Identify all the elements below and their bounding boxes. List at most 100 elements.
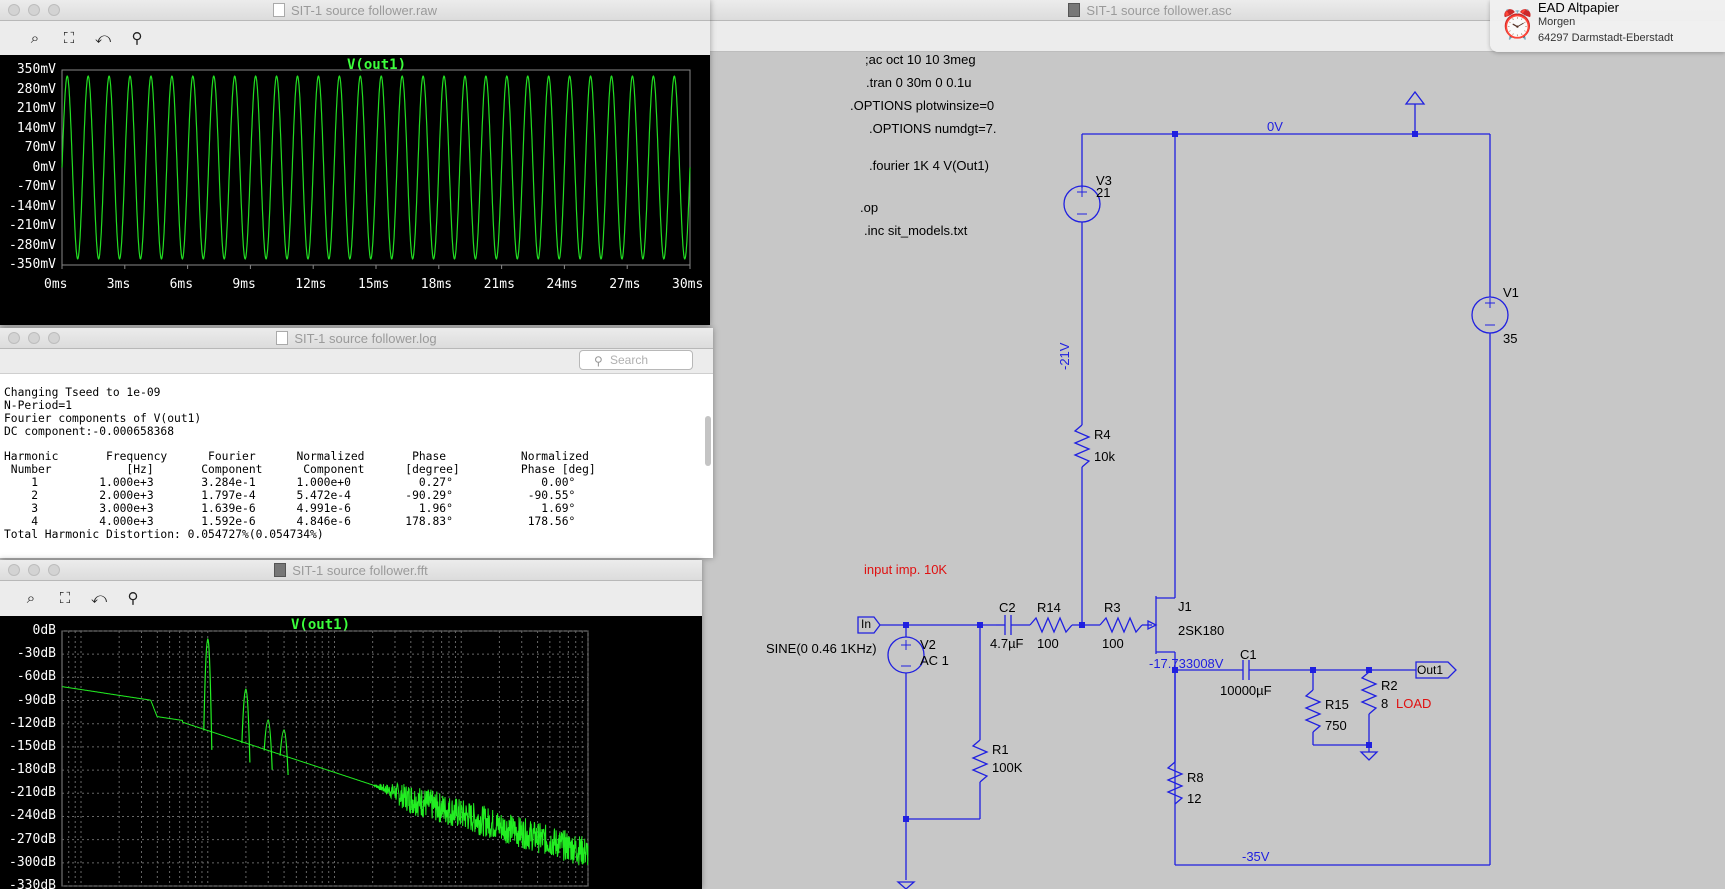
x-tick-label: 18ms xyxy=(420,277,453,292)
fft-title: SIT-1 source follower.fft xyxy=(292,563,428,578)
zoom-full-icon[interactable]: ⛶ xyxy=(63,29,75,47)
node-label-0v[interactable]: 0V xyxy=(1267,119,1283,134)
c1-name[interactable]: C1 xyxy=(1240,647,1257,662)
log-scrollbar[interactable] xyxy=(705,416,711,466)
notification-app: EAD Altpapier xyxy=(1538,0,1619,15)
r3-value[interactable]: 100 xyxy=(1102,636,1124,651)
raw-waveform xyxy=(61,69,691,269)
y-tick-label: 280mV xyxy=(16,81,56,97)
port-in-label[interactable]: In xyxy=(861,617,872,631)
search-input[interactable]: ⚲Search xyxy=(579,350,693,370)
directive-tran[interactable]: .tran 0 30m 0 0.1u xyxy=(866,75,972,90)
port-out1-label[interactable]: Out1 xyxy=(1417,663,1444,677)
r2-name[interactable]: R2 xyxy=(1381,678,1398,693)
r4-name[interactable]: R4 xyxy=(1094,427,1111,442)
spectrum-line xyxy=(61,686,589,866)
directive-fourier[interactable]: .fourier 1K 4 V(Out1) xyxy=(869,158,989,173)
v3-name[interactable]: V3 xyxy=(1096,173,1112,188)
y-tick-label: 70mV xyxy=(24,140,56,155)
zoom-button[interactable] xyxy=(48,4,60,16)
directive-options-plotwinsize[interactable]: .OPTIONS plotwinsize=0 xyxy=(850,98,995,113)
raw-titlebar[interactable]: SIT-1 source follower.raw xyxy=(0,0,710,21)
raw-toolbar: ⌕ ⛶ ⤺ ⚲ xyxy=(0,21,710,55)
log-line: Harmonic Frequency Fourier Normalized Ph… xyxy=(4,450,589,464)
log-title: SIT-1 source follower.log xyxy=(294,331,437,346)
fft-titlebar[interactable]: SIT-1 source follower.fft xyxy=(0,560,702,581)
y-tick-label: 0mV xyxy=(32,159,56,175)
directive-op[interactable]: .op xyxy=(860,200,879,215)
r14-name[interactable]: R14 xyxy=(1037,600,1061,615)
close-button[interactable] xyxy=(8,564,20,576)
zoom-back-icon[interactable]: ⤺ xyxy=(94,29,112,47)
node-label-minus21v[interactable]: -21V xyxy=(1057,342,1072,370)
node-label-source-voltage[interactable]: -17.733008V xyxy=(1149,656,1224,671)
r15-value[interactable]: 750 xyxy=(1325,718,1347,733)
log-window-controls xyxy=(8,332,60,344)
autorange-icon[interactable]: ⚲ xyxy=(127,590,139,607)
comment-input-imp[interactable]: input imp. 10K xyxy=(864,562,948,577)
search-icon: ⚲ xyxy=(594,354,603,368)
r1-name[interactable]: R1 xyxy=(992,742,1009,757)
y-tick-label: -60dB xyxy=(16,669,56,685)
raw-plot-title: V(out1) xyxy=(347,57,407,73)
y-tick-label: -270dB xyxy=(9,831,56,847)
minimize-button[interactable] xyxy=(28,332,40,344)
minimize-button[interactable] xyxy=(28,564,40,576)
directive-ac[interactable]: ;ac oct 10 10 3meg xyxy=(865,52,976,67)
v3-value[interactable]: 21 xyxy=(1096,185,1111,200)
directive-options-numdgt[interactable]: .OPTIONS numdgt=7. xyxy=(869,121,997,136)
y-tick-label: -300dB xyxy=(9,854,56,870)
log-line: 4 4.000e+3 1.592e-6 4.846e-6 178.83° 178… xyxy=(4,514,576,528)
notification-banner[interactable]: ⏰ EAD Altpapier Morgen 64297 Darmstadt-E… xyxy=(1490,0,1725,52)
r1-value[interactable]: 100K xyxy=(992,760,1023,775)
document-icon xyxy=(273,3,286,17)
c2-name[interactable]: C2 xyxy=(999,600,1016,615)
fft-window[interactable]: SIT-1 source follower.fft ⌕ ⛶ ⤺ ⚲ V(out1… xyxy=(0,560,702,889)
harmonic-peak-2 xyxy=(241,688,251,763)
v1-value[interactable]: 35 xyxy=(1503,331,1518,346)
y-tick-label: -140mV xyxy=(9,198,56,214)
r4-value[interactable]: 10k xyxy=(1094,449,1115,464)
comment-load[interactable]: LOAD xyxy=(1396,696,1432,711)
notification-line2: 64297 Darmstadt-Eberstadt xyxy=(1538,32,1674,44)
raw-window-controls xyxy=(8,4,60,16)
autorange-icon[interactable]: ⚲ xyxy=(131,30,143,47)
v2-value[interactable]: AC 1 xyxy=(920,653,949,668)
node-label-minus35v[interactable]: -35V xyxy=(1242,849,1270,864)
r2-value[interactable]: 8 xyxy=(1381,696,1389,711)
v1-name[interactable]: V1 xyxy=(1503,285,1519,300)
r14-value[interactable]: 100 xyxy=(1037,636,1059,651)
y-tick-label: -210mV xyxy=(9,218,56,233)
harmonic-peak-1 xyxy=(203,638,213,750)
minimize-button[interactable] xyxy=(28,4,40,16)
log-window[interactable]: SIT-1 source follower.log ⚲Search Changi… xyxy=(0,328,713,558)
r8-name[interactable]: R8 xyxy=(1187,770,1204,785)
c2-value[interactable]: 4.7µF xyxy=(990,636,1024,651)
x-tick-label: 0ms xyxy=(44,277,68,292)
directive-inc[interactable]: .inc sit_models.txt xyxy=(864,223,968,238)
zoom-button[interactable] xyxy=(48,564,60,576)
r3-name[interactable]: R3 xyxy=(1104,600,1121,615)
fft-plot[interactable]: V(out1) 0dB-30dB-60dB-90dB-120dB-150dB-1… xyxy=(0,616,702,889)
close-button[interactable] xyxy=(8,4,20,16)
x-tick-label: 24ms xyxy=(546,277,578,292)
j1-name[interactable]: J1 xyxy=(1178,599,1192,614)
v2-name[interactable]: V2 xyxy=(920,637,936,652)
log-titlebar[interactable]: SIT-1 source follower.log xyxy=(0,328,713,349)
close-button[interactable] xyxy=(8,332,20,344)
v2-source[interactable]: SINE(0 0.46 1KHz) xyxy=(766,641,877,656)
y-tick-label: -210dB xyxy=(9,785,56,801)
r8-value[interactable]: 12 xyxy=(1187,791,1202,806)
raw-window[interactable]: SIT-1 source follower.raw ⌕ ⛶ ⤺ ⚲ V(out1… xyxy=(0,0,710,325)
r15-name[interactable]: R15 xyxy=(1325,697,1349,712)
y-tick-label: -150dB xyxy=(9,738,56,754)
zoom-back-icon[interactable]: ⤺ xyxy=(90,589,108,607)
c1-value[interactable]: 10000µF xyxy=(1220,683,1272,698)
zoom-full-icon[interactable]: ⛶ xyxy=(59,589,71,607)
zoom-area-icon[interactable]: ⌕ xyxy=(26,589,36,607)
zoom-area-icon[interactable]: ⌕ xyxy=(30,29,40,47)
zoom-button[interactable] xyxy=(48,332,60,344)
j1-value[interactable]: 2SK180 xyxy=(1178,623,1225,638)
